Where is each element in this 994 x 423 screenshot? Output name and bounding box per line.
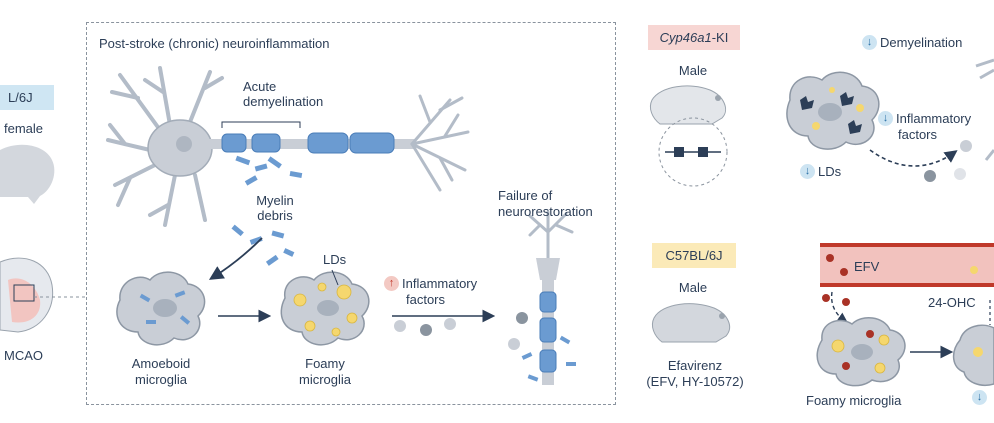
inflammatory-label-1: ↑Inflammatory [384,276,477,291]
middle-panel-title: Post-stroke (chronic) neuroinflammation [99,36,330,51]
acute-label-1: Acute [243,79,277,94]
mouse-icon-ki [649,85,726,125]
microglia-icon-partial [952,324,994,386]
efv-label: EFV [854,259,880,274]
microglia-icon-treated [786,71,880,150]
down-badge-partial: ↓ [972,390,990,405]
myelin-label-2: debris [257,208,293,223]
amoeboid-label-2: microglia [134,372,187,387]
down-arrow-icon: ↓ [800,164,815,179]
down-arrow-icon: ↓ [878,111,893,126]
inflammatory-factor-icon-right [924,140,972,182]
wt-sex-label: Male [678,280,708,295]
foamy-label-2: microglia [298,372,351,387]
neuron-icon-partial [975,58,994,161]
neuron-icon-failed [508,210,576,385]
failure-label-2: neurorestoration [498,204,593,219]
ki-sex-label: Male [678,63,708,78]
strain-tag: L/6J [0,85,54,110]
down-arrow-icon: ↓ [862,35,877,50]
microglia-icon-foamy [280,271,370,346]
failure-label-1: Failure of [498,188,553,203]
foamy-right-label: Foamy microglia [806,393,902,408]
microglia-icon-amoeboid [116,271,206,346]
inflammatory-right-label-1: ↓Inflammatory [878,111,971,126]
myelin-label-1: Myelin [256,193,294,208]
amoeboid-label-1: Amoeboid [131,356,191,371]
gene-construct-icon [658,117,728,187]
blood-vessel-icon [820,243,994,287]
neuron-icon [106,66,470,227]
acute-label-2: demyelination [243,94,324,109]
wt-tag: C57BL/6J [652,243,736,268]
lds-right-label: ↓LDs [800,164,841,179]
inflammatory-factor-icon [394,318,456,336]
mouse-icon-female [0,144,55,204]
down-arrow-icon: ↓ [972,390,987,405]
up-arrow-icon: ↑ [384,276,399,291]
ki-tag: Cyp46a1-KI [648,25,740,50]
drug-label-1: Efavirenz [667,358,723,373]
oxysterol-label: 24-OHC [928,295,976,310]
inflammatory-right-label-2: factors [898,127,938,142]
sex-label-female: female [4,121,44,136]
lds-label: LDs [323,252,347,267]
microglia-icon-foamy-right [816,317,906,387]
myelin-debris-icon [231,155,303,266]
mouse-icon-wt [651,303,730,343]
demyelination-label: ↓Demyelination [862,35,962,50]
middle-panel-frame [86,22,616,405]
inflammatory-label-2: factors [406,292,446,307]
drug-label-2: (EFV, HY-10572) [646,374,744,389]
procedure-label: MCAO [4,348,43,363]
brain-icon [0,257,86,333]
foamy-label-1: Foamy [305,356,345,371]
